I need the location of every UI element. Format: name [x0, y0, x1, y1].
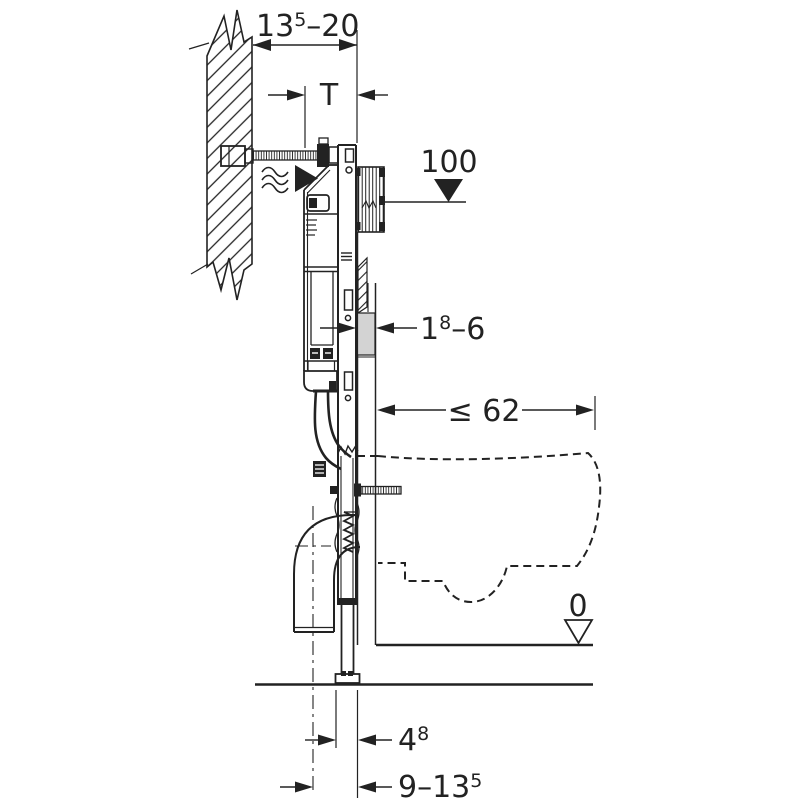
rail-slot: [343, 289, 354, 311]
flush-bend: [313, 390, 342, 471]
dimension-drain-offset: 9–135: [280, 770, 482, 800]
finish-thickness-block: [356, 312, 376, 356]
dim-label-frame-depth: 135–20: [256, 9, 359, 44]
arrowhead-right: [295, 781, 313, 793]
arrowhead-right: [287, 89, 305, 101]
water-wave: [261, 166, 289, 178]
dim-label-0: 0: [568, 589, 587, 624]
floor-lines: [255, 643, 593, 686]
arrowhead-right: [576, 404, 594, 416]
rail-end-cap: [337, 598, 357, 605]
torn-edge: [337, 444, 359, 456]
arrowhead-left: [358, 734, 376, 746]
rough-cut-edge: [334, 497, 340, 553]
arrowhead-left: [376, 322, 394, 334]
break-tick-bottom: [190, 263, 209, 275]
arrowhead-right: [339, 39, 357, 51]
dim-label-rail-depth: 48: [398, 723, 429, 758]
finish-cut-wedge: [357, 256, 368, 315]
arrowhead-left: [357, 89, 375, 101]
arrowhead-right: [338, 322, 356, 334]
wall-finish-layer: [356, 232, 377, 645]
dimension-finish-thickness: 18–6: [320, 312, 485, 347]
rail-hole: [345, 166, 353, 174]
water-supply-connection: [220, 137, 339, 194]
flow-direction-arrow: [295, 165, 318, 192]
dimension-rail-depth: 48: [305, 690, 429, 798]
dimension-frame-depth: 135–20: [253, 9, 359, 143]
arrowhead-left: [358, 781, 376, 793]
dim-label-bowl-depth: ≤ 62: [448, 394, 521, 429]
mounting-frame-rail: [334, 144, 361, 684]
fill-valve: [306, 194, 330, 212]
dim-label-100: 100: [420, 145, 477, 180]
outlet-seal: [329, 381, 336, 390]
drain-elbow: [293, 506, 361, 790]
flush-plate-protection-box: [356, 166, 385, 233]
threaded-supply-pipe: [252, 150, 320, 161]
dim-label-drain-offset: 9–135: [398, 770, 482, 800]
rail-slot: [344, 148, 355, 163]
union-nut: [317, 144, 329, 167]
dimension-t-depth: T: [268, 78, 388, 148]
dimension-bowl-depth: ≤ 62: [377, 394, 596, 430]
dim-label-t: T: [319, 78, 339, 113]
arrowhead-left: [377, 404, 395, 416]
water-wave: [261, 174, 289, 186]
rail-slot: [343, 371, 354, 391]
wall-hung-toilet-outline: [357, 451, 602, 604]
water-wave: [261, 182, 289, 194]
frame-foot: [334, 673, 361, 684]
level-marker-0: 0: [563, 589, 594, 645]
arrowhead-left: [253, 39, 271, 51]
concealed-cistern: [303, 164, 352, 477]
arrowhead-right: [318, 734, 336, 746]
level-triangle-filled: [434, 179, 463, 202]
cut-mark: [361, 199, 377, 210]
level-marker-100: 100: [382, 145, 478, 203]
dim-label-finish: 18–6: [420, 312, 485, 347]
corrugated-connector: [341, 511, 356, 553]
break-tick-top: [188, 42, 210, 50]
level-triangle-open: [563, 619, 594, 645]
fixing-threaded-rod: [330, 483, 402, 497]
